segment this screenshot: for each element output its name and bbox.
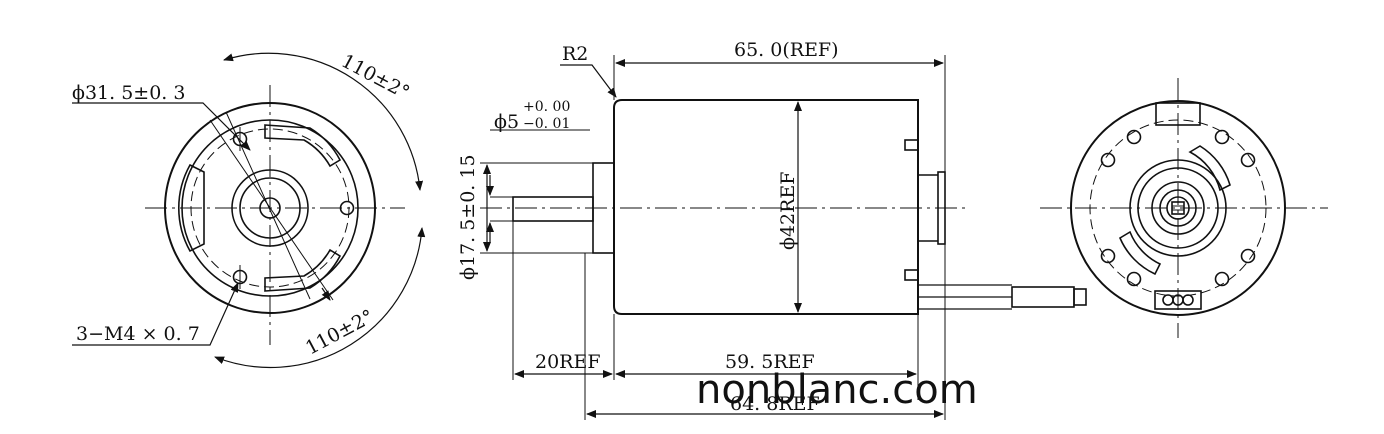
m4-thread-label: 3−M4 × 0. 7 — [76, 323, 200, 345]
phi-5-tol-down: −0. 01 — [523, 116, 570, 132]
phi-5-tol-up: +0. 00 — [523, 99, 570, 115]
r2-label: R2 — [562, 43, 588, 65]
rear-view — [1040, 78, 1328, 338]
watermark: nonblanc.com — [696, 367, 978, 413]
angle-top-label: 110±2° — [338, 50, 413, 104]
length-59-5-label: 59. 5REF — [725, 351, 815, 373]
side-view — [480, 55, 1087, 420]
length-65-label: 65. 0(REF) — [734, 39, 839, 61]
phi-31-5-label: ϕ31. 5±0. 3 — [72, 82, 185, 104]
front-view — [72, 52, 426, 369]
phi-5-label: ϕ5 — [494, 111, 519, 133]
length-64-8-label: 64. 8REF — [730, 393, 820, 415]
phi-17-5-label: ϕ17. 5±0. 15 — [457, 154, 479, 280]
length-20-label: 20REF — [535, 351, 601, 373]
phi-42-label: ϕ42REF — [777, 172, 799, 251]
